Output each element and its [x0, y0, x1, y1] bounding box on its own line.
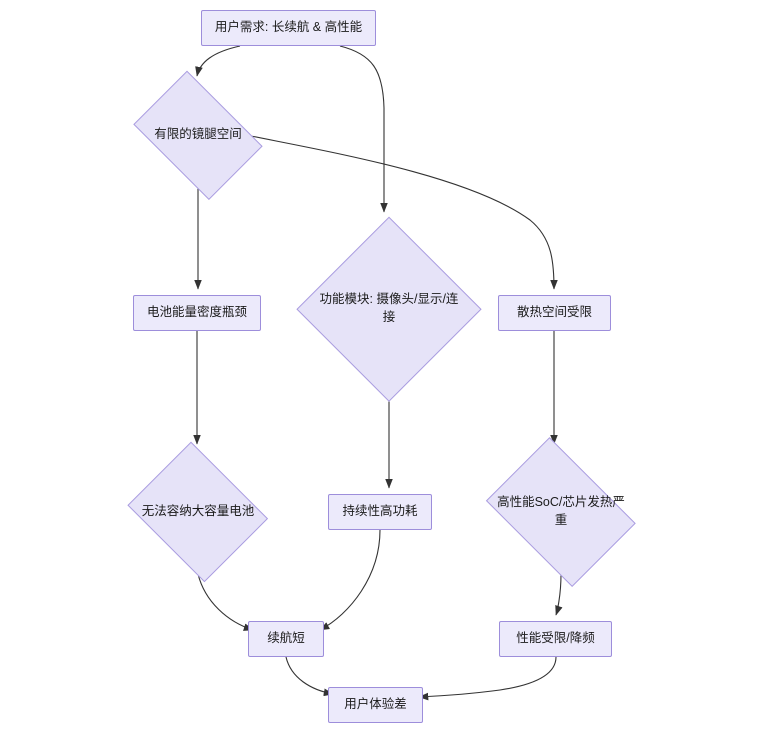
node-modules[interactable]: 功能模块: 摄像头/显示/连接: [296, 216, 482, 402]
node-battery-density[interactable]: 电池能量密度瓶颈: [133, 295, 261, 331]
node-thermal-space[interactable]: 散热空间受限: [498, 295, 611, 331]
diamond-shape: [133, 70, 263, 200]
edges-group: [193, 45, 563, 701]
edge-high_power-to-short_battery: [319, 529, 381, 631]
edge-demand-to-temple_space: [195, 45, 241, 77]
node-bad-experience[interactable]: 用户体验差: [328, 687, 423, 723]
edge-perf_limited-to-bad_experience: [418, 656, 557, 701]
edge-short_battery-to-bad_experience: [285, 656, 334, 697]
node-label: 散热空间受限: [516, 305, 592, 320]
node-label: 续航短: [267, 631, 305, 646]
edge-no_big_battery-to-short_battery: [197, 573, 254, 631]
node-label: 电池能量密度瓶颈: [146, 305, 247, 320]
diamond-shape: [296, 216, 482, 402]
diamond-shape: [127, 441, 269, 583]
edge-temple_space-to-thermal_space: [250, 135, 558, 290]
node-no-big-battery[interactable]: 无法容纳大容量电池: [122, 441, 274, 583]
node-high-power[interactable]: 持续性高功耗: [328, 494, 432, 530]
node-temple-space[interactable]: 有限的镜腿空间: [124, 70, 272, 200]
node-soc-heat[interactable]: 高性能SoC/芯片发热严重: [476, 437, 646, 587]
node-label: 用户体验差: [344, 697, 407, 712]
node-label: 持续性高功耗: [342, 504, 418, 519]
node-short-battery[interactable]: 续航短: [248, 621, 324, 657]
node-perf-limited[interactable]: 性能受限/降频: [499, 621, 612, 657]
node-label: 用户需求: 长续航 & 高性能: [214, 20, 363, 35]
diamond-shape: [486, 437, 636, 587]
node-label: 性能受限/降频: [516, 631, 595, 646]
node-demand[interactable]: 用户需求: 长续航 & 高性能: [201, 10, 376, 46]
edge-demand-to-modules: [339, 45, 388, 213]
edge-soc_heat-to-perf_limited: [555, 573, 563, 616]
